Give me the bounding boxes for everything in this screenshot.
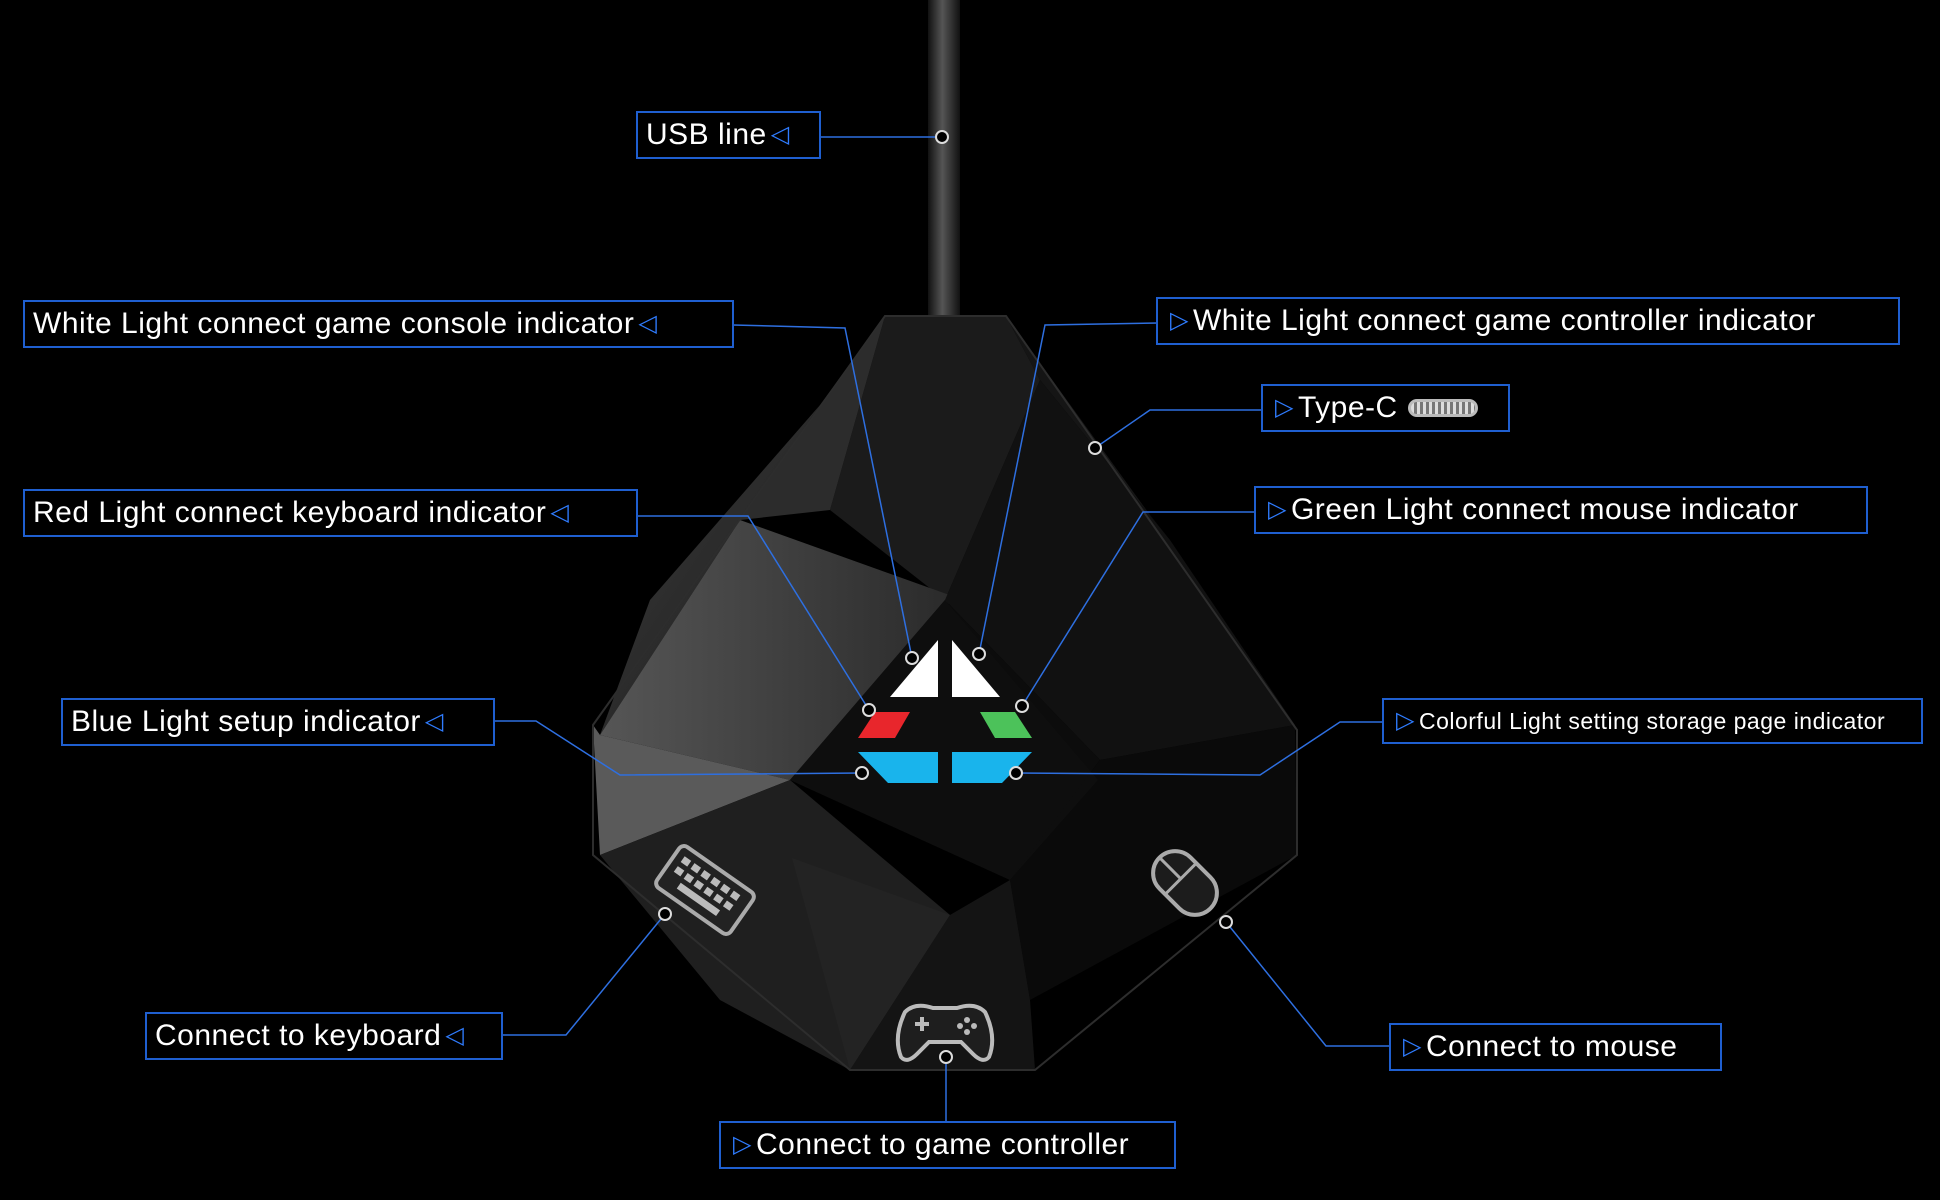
pointer-left-icon: ◁	[550, 499, 570, 526]
white-light-left	[890, 640, 938, 697]
callout-storage-indicator: ▷ Colorful Light setting storage page in…	[1382, 698, 1923, 744]
pointer-right-icon: ▷	[733, 1131, 752, 1158]
pointer-left-icon: ◁	[638, 310, 658, 337]
red-light	[858, 712, 910, 738]
blue-light-left	[858, 752, 938, 783]
indicator-lights	[858, 640, 1032, 783]
callout-text: White Light connect game controller indi…	[1192, 304, 1816, 337]
device-body	[592, 315, 1298, 1071]
callout-text: Blue Light setup indicator	[71, 705, 421, 738]
callout-console-indicator: White Light connect game console indicat…	[23, 300, 734, 348]
callout-text: Connect to keyboard	[155, 1019, 442, 1052]
callout-text: Colorful Light setting storage page indi…	[1418, 707, 1886, 734]
pointer-left-icon: ◁	[770, 121, 790, 148]
pointer-right-icon: ▷	[1170, 307, 1189, 334]
pointer-right-icon: ▷	[1403, 1033, 1422, 1060]
usb-c-port-icon	[1407, 399, 1478, 417]
callout-keyboard-indicator: Red Light connect keyboard indicator ◁	[23, 489, 638, 537]
pointer-left-icon: ◁	[445, 1022, 465, 1049]
callout-text: Connect to mouse	[1425, 1030, 1678, 1063]
mouse-icon	[1151, 849, 1219, 917]
callout-text: White Light connect game console indicat…	[33, 307, 635, 340]
callout-text: Green Light connect mouse indicator	[1290, 493, 1799, 526]
callout-text: Connect to game controller	[755, 1128, 1130, 1161]
callout-text: Type-C	[1297, 391, 1398, 424]
pointer-left-icon: ◁	[424, 708, 444, 735]
pointer-dots	[658, 130, 1233, 1064]
callout-controller-indicator: ▷ White Light connect game controller in…	[1156, 297, 1900, 345]
callout-connect-controller: ▷ Connect to game controller	[719, 1121, 1176, 1169]
keyboard-icon	[654, 844, 756, 936]
callout-usb-line: USB line ◁	[636, 111, 821, 159]
green-light	[980, 712, 1032, 738]
white-light-right	[952, 640, 1000, 697]
callout-connect-keyboard: Connect to keyboard ◁	[145, 1012, 503, 1060]
callout-type-c: ▷ Type-C	[1261, 384, 1510, 432]
callout-text: Red Light connect keyboard indicator	[33, 496, 547, 529]
callout-text: USB line	[646, 118, 767, 151]
pointer-right-icon: ▷	[1268, 496, 1287, 523]
gamepad-icon	[895, 1003, 995, 1062]
usb-cable	[928, 0, 960, 318]
leader-lines	[494, 136, 1390, 1121]
callout-connect-mouse: ▷ Connect to mouse	[1389, 1023, 1722, 1071]
pointer-right-icon: ▷	[1275, 394, 1294, 421]
callout-mouse-indicator: ▷ Green Light connect mouse indicator	[1254, 486, 1868, 534]
pointer-right-icon: ▷	[1396, 707, 1415, 734]
blue-light-right	[952, 752, 1032, 783]
callout-setup-indicator: Blue Light setup indicator ◁	[61, 698, 495, 746]
